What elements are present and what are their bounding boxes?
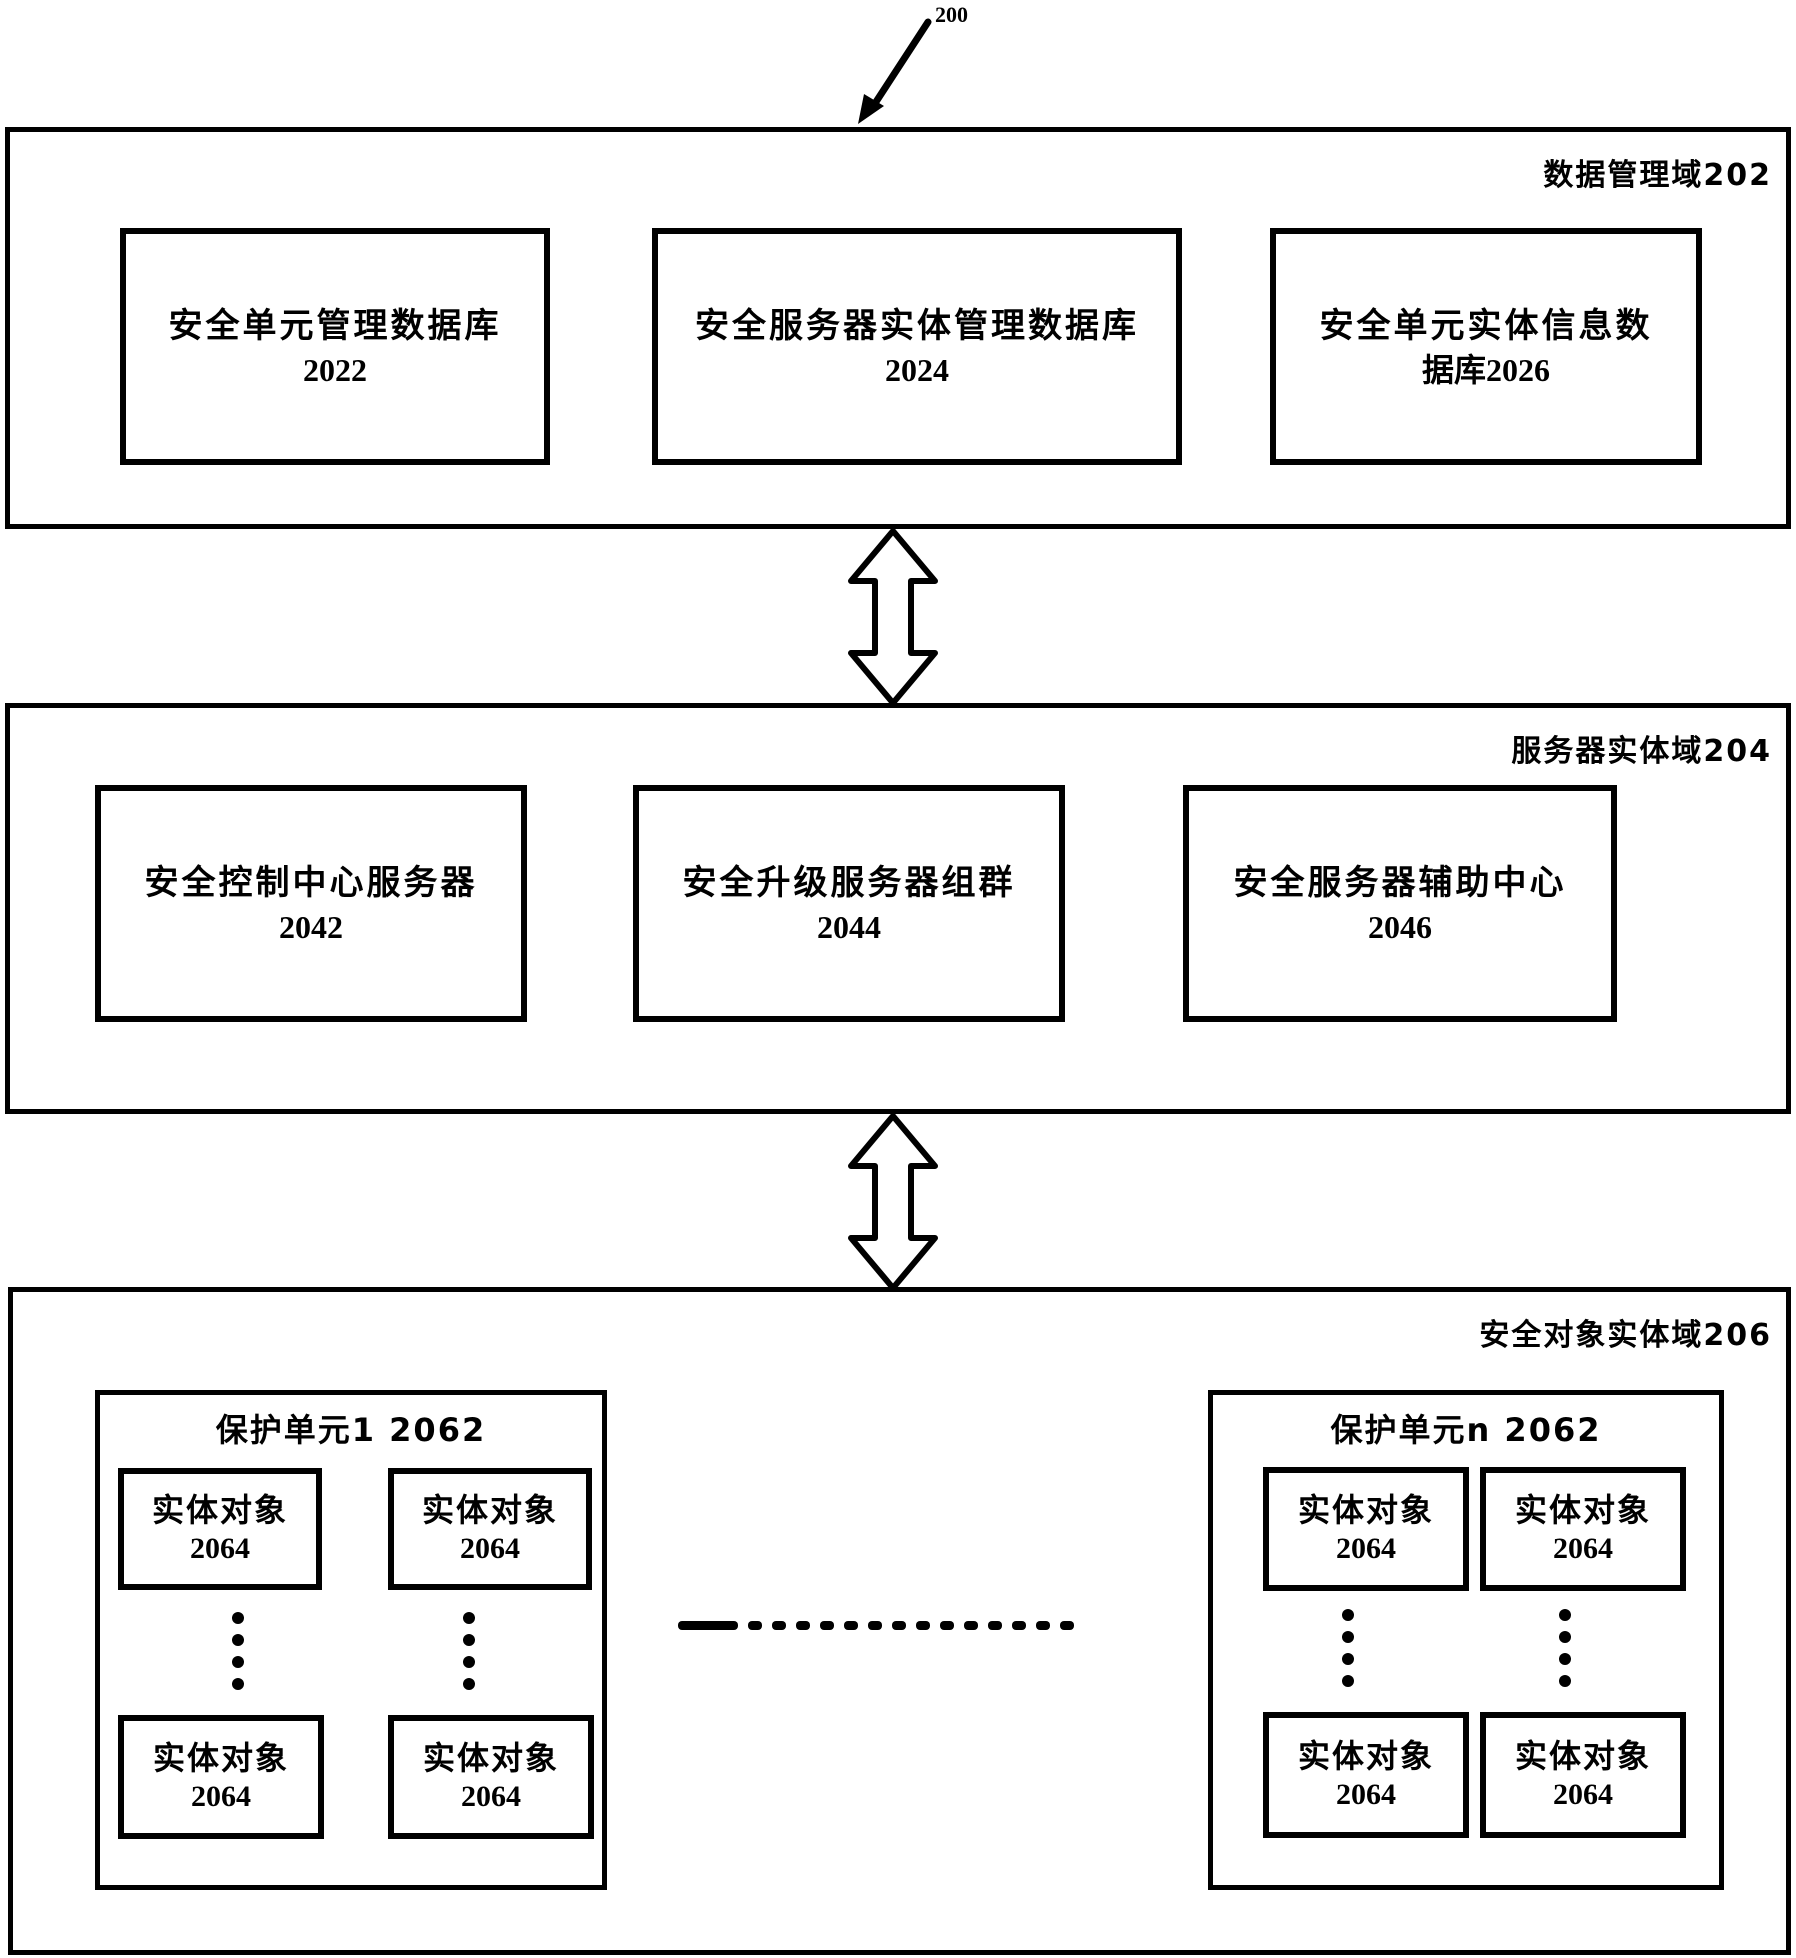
box-name: 安全单元管理数据库 [168,305,502,346]
reference-pointer-arrow-icon [858,18,932,124]
entity-object: 实体对象 2064 [1263,1467,1469,1591]
entity-number: 2064 [1553,1778,1613,1811]
box-name: 安全单元实体信息数 [1319,305,1653,346]
security-unit-entity-info-database: 安全单元实体信息数 据库2026 [1270,228,1702,465]
security-control-center-server: 安全控制中心服务器 2042 [95,785,527,1022]
security-upgrade-server-group: 安全升级服务器组群 2044 [633,785,1065,1022]
bidirectional-arrow-icon [848,1113,938,1291]
box-name: 安全服务器辅助中心 [1233,862,1567,903]
unit-title: 保护单元1 2062 [215,1411,487,1449]
entity-object: 实体对象 2064 [388,1468,592,1590]
box-number: 2046 [1368,908,1432,945]
entity-object: 实体对象 2064 [1480,1467,1686,1591]
bidirectional-arrow-icon [848,528,938,706]
entity-number: 2064 [1336,1532,1396,1565]
box-number: 2044 [817,908,881,945]
entity-name: 实体对象 [151,1491,288,1529]
entity-object: 实体对象 2064 [1263,1712,1469,1838]
security-unit-management-database: 安全单元管理数据库 2022 [120,228,550,465]
entity-name: 实体对象 [1514,1737,1651,1775]
entity-name: 实体对象 [421,1491,558,1529]
entity-object: 实体对象 2064 [1480,1712,1686,1838]
entity-number: 2064 [461,1780,521,1813]
domain-title: 服务器实体域204 [1511,734,1772,769]
box-number: 2022 [303,351,367,388]
entity-number: 2064 [191,1780,251,1813]
domain-title: 数据管理域202 [1543,158,1772,193]
vertical-ellipsis-icon [232,1612,244,1690]
figure-reference-label: 200 [935,2,968,27]
vertical-ellipsis-icon [1342,1609,1354,1687]
entity-number: 2064 [190,1532,250,1565]
box-name: 安全服务器实体管理数据库 [695,305,1139,346]
entity-object: 实体对象 2064 [118,1468,322,1590]
horizontal-ellipsis-icon [678,1621,1074,1630]
box-name: 安全控制中心服务器 [144,862,478,903]
entity-name: 实体对象 [152,1739,289,1777]
entity-number: 2064 [460,1532,520,1565]
entity-number: 2064 [1553,1532,1613,1565]
entity-name: 实体对象 [422,1739,559,1777]
vertical-ellipsis-icon [463,1612,475,1690]
entity-number: 2064 [1336,1778,1396,1811]
entity-name: 实体对象 [1514,1491,1651,1529]
security-server-entity-management-database: 安全服务器实体管理数据库 2024 [652,228,1182,465]
entity-name: 实体对象 [1297,1737,1434,1775]
box-number: 2042 [279,908,343,945]
entity-object: 实体对象 2064 [388,1715,594,1839]
security-server-auxiliary-center: 安全服务器辅助中心 2046 [1183,785,1617,1022]
box-number: 2024 [885,351,949,388]
box-number: 据库2026 [1421,351,1550,388]
entity-name: 实体对象 [1297,1491,1434,1529]
entity-object: 实体对象 2064 [118,1715,324,1839]
unit-title: 保护单元n 2062 [1330,1411,1602,1449]
domain-title: 安全对象实体域206 [1479,1318,1772,1353]
vertical-ellipsis-icon [1559,1609,1571,1687]
box-name: 安全升级服务器组群 [682,862,1016,903]
